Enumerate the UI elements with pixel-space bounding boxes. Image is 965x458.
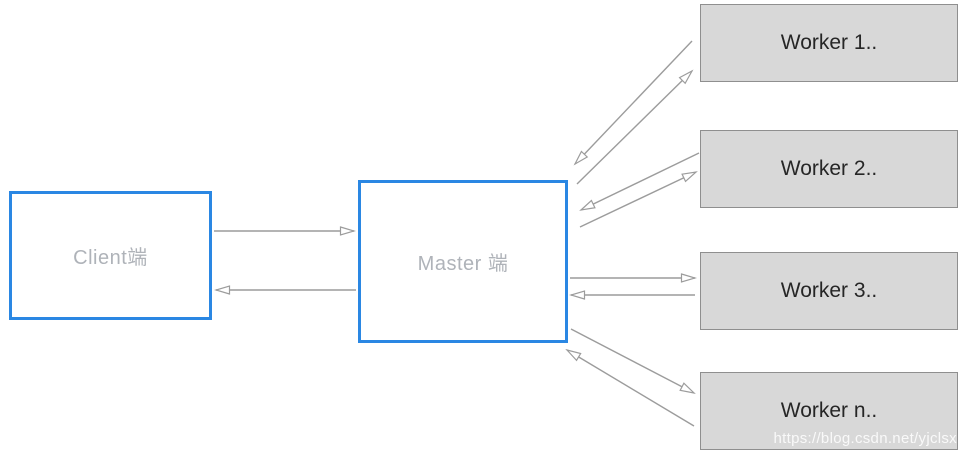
edge-worker-1-to-master (575, 40, 693, 164)
node-worker-1-label: Worker 1.. (780, 31, 878, 54)
node-client: Client端 (9, 191, 212, 320)
node-worker-1: Worker 1.. (700, 4, 958, 82)
node-worker-3: Worker 3.. (700, 252, 958, 330)
edge-master-to-worker-2 (579, 172, 696, 228)
edge-master-to-worker-1 (576, 71, 692, 185)
watermark: https://blog.csdn.net/yjclsx (773, 430, 957, 447)
edge-master-to-worker-n (570, 328, 694, 393)
node-worker-2-label: Worker 2.. (780, 157, 878, 180)
node-worker-n-label: Worker n.. (780, 399, 878, 422)
edge-worker-n-to-master (567, 350, 695, 427)
edge-worker-2-to-master (581, 152, 700, 210)
node-master-label: Master 端 (417, 253, 509, 275)
node-worker-2: Worker 2.. (700, 130, 958, 208)
node-worker-3-label: Worker 3.. (780, 279, 878, 302)
node-client-label: Client端 (73, 247, 148, 269)
node-worker-n: Worker n.. (700, 372, 958, 450)
node-master: Master 端 (358, 180, 568, 343)
